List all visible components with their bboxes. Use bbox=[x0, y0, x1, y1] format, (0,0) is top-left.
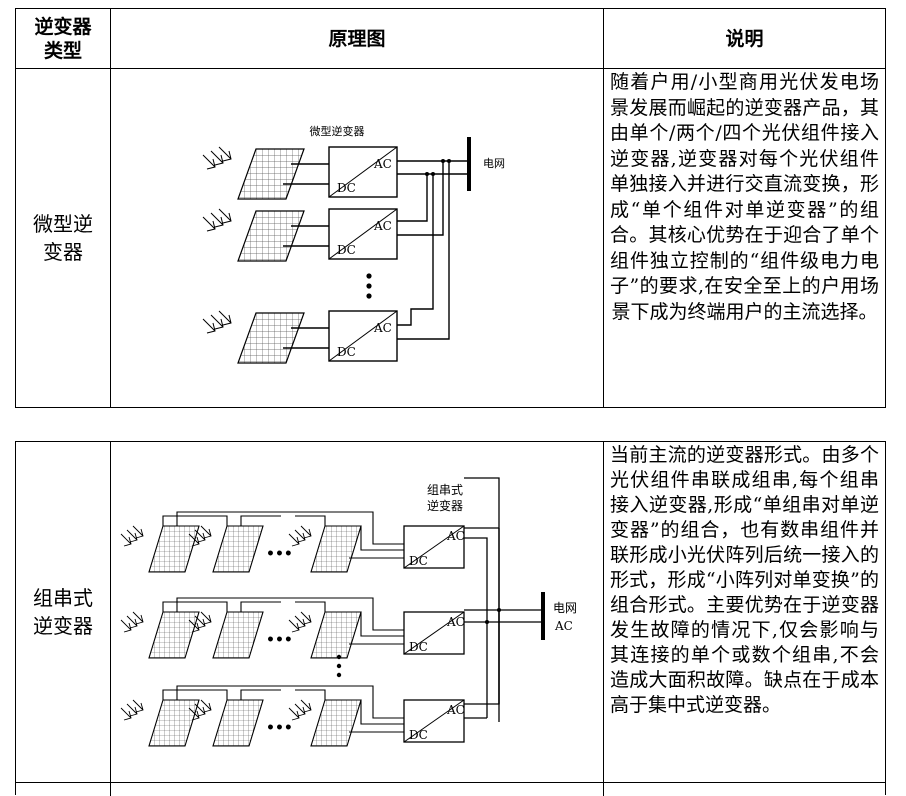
column-divider bbox=[603, 9, 604, 407]
row2-type: 组串式 逆变器 bbox=[16, 442, 110, 782]
micro-inverter-label: 微型逆变器 bbox=[310, 124, 365, 138]
sun-icon bbox=[202, 310, 232, 334]
column-divider bbox=[110, 9, 111, 407]
micro-inverter-diagram: 微型逆变器 AC DC AC DC bbox=[202, 124, 505, 364]
pv-string-row: ••• AC DC bbox=[121, 598, 465, 658]
row2-description: 当前主流的逆变器形式。由多个光伏组件串联成组串,每个组串接入逆变器,形成“单组串… bbox=[610, 444, 879, 716]
row-divider bbox=[16, 782, 885, 783]
string-inverter-label-line1: 组串式 bbox=[427, 483, 463, 497]
table-string-inverter: 组串式 逆变器 bbox=[15, 441, 886, 796]
column-divider bbox=[603, 442, 604, 796]
header-type: 逆变器 类型 bbox=[16, 9, 110, 68]
ellipsis: ••• bbox=[266, 720, 293, 736]
header-type-line1: 逆变器 bbox=[34, 15, 92, 38]
pv-string-row: ••• AC DC bbox=[121, 686, 465, 746]
dc-label: DC bbox=[409, 640, 428, 654]
dc-label: DC bbox=[337, 345, 356, 359]
row2-diagram-cell: 组串式 逆变器 ••• AC DC ••• AC DC bbox=[111, 442, 603, 782]
header-type-line2: 类型 bbox=[43, 39, 82, 62]
header-description: 说明 bbox=[725, 27, 764, 50]
row1-type-line1: 微型逆 bbox=[33, 212, 93, 236]
ac-label: AC bbox=[373, 219, 392, 233]
pv-panel-icon bbox=[237, 210, 305, 262]
grid-label-line2: AC bbox=[554, 619, 573, 633]
sun-icon bbox=[202, 146, 232, 170]
string-inverter-diagram: 组串式 逆变器 ••• AC DC ••• AC DC bbox=[111, 477, 577, 782]
ellipsis: ••• bbox=[266, 546, 293, 562]
dc-label: DC bbox=[337, 243, 356, 257]
dc-label: DC bbox=[409, 728, 428, 742]
ac-label: AC bbox=[446, 615, 465, 629]
row1-type-line2: 变器 bbox=[43, 240, 83, 264]
ac-label: AC bbox=[446, 703, 465, 717]
row1-diagram-cell: 微型逆变器 AC DC AC DC bbox=[111, 69, 603, 407]
grid-label-line1: 电网 bbox=[553, 601, 577, 615]
ac-label: AC bbox=[446, 529, 465, 543]
row2-type-line2: 逆变器 bbox=[33, 614, 93, 638]
header-diagram: 原理图 bbox=[328, 27, 386, 50]
sun-icon bbox=[202, 208, 232, 232]
row2-type-line1: 组串式 bbox=[33, 586, 93, 610]
pv-panel-icon bbox=[237, 312, 305, 364]
table-micro-inverter: 逆变器 类型 原理图 说明 微型逆 变器 bbox=[15, 8, 886, 408]
dc-label: DC bbox=[409, 554, 428, 568]
pv-panel-icon bbox=[237, 148, 305, 200]
grid-label: 电网 bbox=[483, 157, 505, 170]
dc-label: DC bbox=[337, 181, 356, 195]
row1-type: 微型逆 变器 bbox=[16, 69, 110, 407]
pv-string-row: ••• AC DC bbox=[121, 512, 465, 572]
column-divider bbox=[110, 442, 111, 796]
ac-label: AC bbox=[373, 157, 392, 171]
ellipsis: ••• bbox=[266, 632, 293, 648]
string-inverter-label-line2: 逆变器 bbox=[427, 498, 463, 513]
row1-description: 随着户用/小型商用光伏发电场景发展而崛起的逆变器产品，其由单个/两个/四个光伏组… bbox=[610, 71, 879, 323]
header-divider bbox=[16, 68, 885, 69]
ac-label: AC bbox=[373, 321, 392, 335]
